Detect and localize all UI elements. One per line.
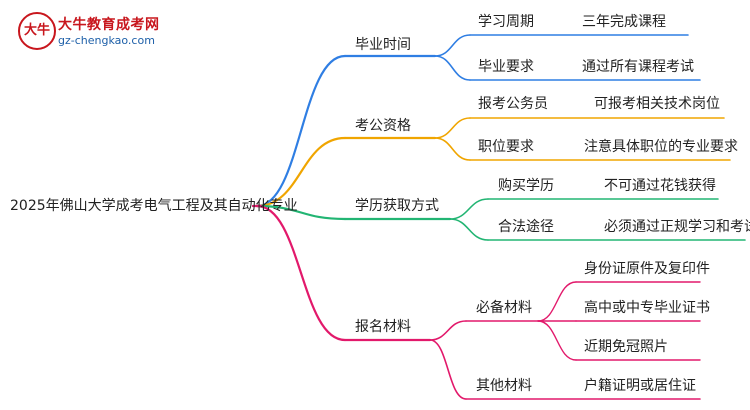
leaf-study-and-exam: 必须通过正规学习和考试 xyxy=(604,219,750,235)
connector-node-to-leaf xyxy=(537,281,577,322)
leaf-tech-positions: 可报考相关技术岗位 xyxy=(594,96,720,112)
leaf-cannot-buy: 不可通过花钱获得 xyxy=(604,178,716,194)
connector-branch-to-node xyxy=(429,339,467,400)
connector-root-to-branch xyxy=(255,136,347,208)
connector-branch-to-node xyxy=(434,137,471,161)
leaf-household-proof: 户籍证明或居住证 xyxy=(584,378,696,394)
leaf-id-card: 身份证原件及复印件 xyxy=(584,261,710,277)
node-study-period: 学习周期 xyxy=(478,14,534,30)
connector-branch-to-node xyxy=(434,117,471,139)
branch-degree-acquisition: 学历获取方式 xyxy=(355,198,439,214)
node-position-requirement: 职位要求 xyxy=(478,139,534,155)
branch-application-materials: 报名材料 xyxy=(355,319,411,335)
node-buy-degree: 购买学历 xyxy=(498,178,554,194)
connector-branch-to-node xyxy=(434,55,471,81)
site-logo[interactable]: 大牛 大牛教育成考网 gz-chengkao.com xyxy=(6,6,186,56)
logo-url: gz-chengkao.com xyxy=(58,34,155,47)
connector-branch-to-node xyxy=(449,198,489,220)
connector-branch-to-node xyxy=(434,34,471,57)
leaf-three-years: 三年完成课程 xyxy=(582,14,666,30)
leaf-diploma: 高中或中专毕业证书 xyxy=(584,300,710,316)
connector-root-to-branch xyxy=(255,54,347,208)
leaf-pass-all-exams: 通过所有课程考试 xyxy=(582,59,694,75)
node-other-materials: 其他材料 xyxy=(476,378,532,394)
logo-badge-icon: 大牛 xyxy=(18,12,56,50)
node-legal-route: 合法途径 xyxy=(498,219,554,235)
connector-root-to-branch xyxy=(255,204,347,342)
leaf-photo: 近期免冠照片 xyxy=(584,339,668,355)
connector-branch-to-node xyxy=(429,320,467,341)
branch-civil-service: 考公资格 xyxy=(355,118,411,134)
node-graduation-requirement: 毕业要求 xyxy=(478,59,534,75)
logo-title: 大牛教育成考网 xyxy=(58,17,160,33)
node-civil-exam: 报考公务员 xyxy=(478,96,548,112)
root-node: 2025年佛山大学成考电气工程及其自动化专业 xyxy=(10,198,298,214)
branch-graduation-time: 毕业时间 xyxy=(355,37,411,53)
leaf-check-major-requirement: 注意具体职位的专业要求 xyxy=(584,139,738,155)
connector-branch-to-node xyxy=(449,218,489,241)
node-required-materials: 必备材料 xyxy=(476,300,532,316)
connector-node-to-leaf xyxy=(537,320,577,361)
connector-root-to-branch xyxy=(255,204,347,221)
